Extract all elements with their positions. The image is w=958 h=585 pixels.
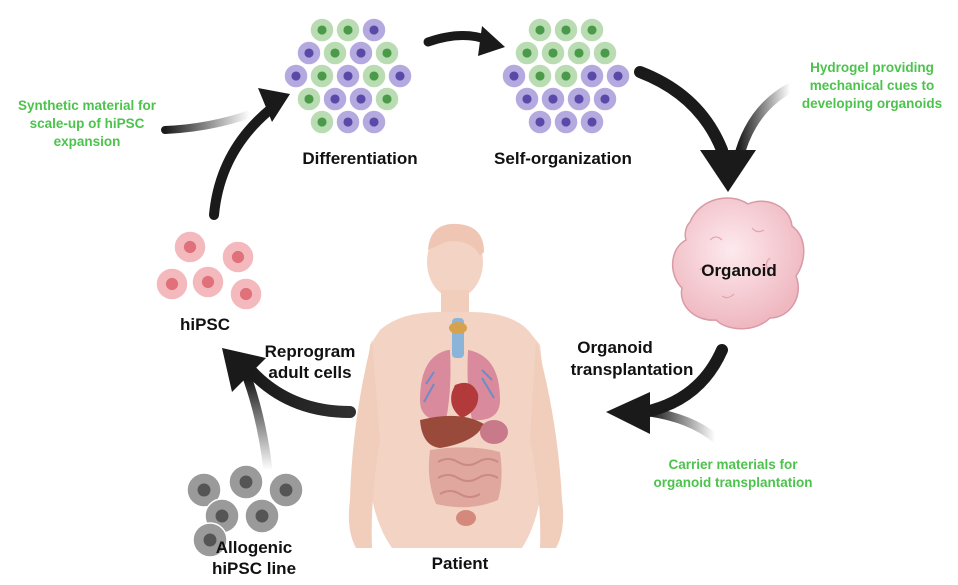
label-self-organization: Self-organization — [494, 149, 632, 168]
arrow-patient-to-hipsc — [222, 348, 356, 475]
cell-nucleus — [165, 277, 179, 291]
cell-nucleus — [215, 509, 229, 523]
label-allogenic-line-2: hiPSC line — [212, 559, 296, 578]
cell-nucleus — [535, 25, 545, 35]
cell-nucleus — [600, 48, 610, 58]
cell-nucleus — [183, 240, 197, 254]
label-synthetic-line-1: Synthetic material for — [18, 98, 157, 113]
cell-nucleus — [561, 117, 571, 127]
cell-nucleus — [317, 25, 327, 35]
cell-nucleus — [561, 71, 571, 81]
label-patient: Patient — [432, 554, 489, 573]
cell-nucleus — [382, 94, 392, 104]
arrow-organoid-to-patient — [606, 344, 728, 443]
cell-nucleus — [600, 94, 610, 104]
arrow-hipsc-to-differentiation — [161, 88, 290, 220]
cell-nucleus — [330, 48, 340, 58]
cell-nucleus — [587, 71, 597, 81]
label-reprogram-line-2: adult cells — [268, 363, 351, 382]
cell-nucleus — [330, 94, 340, 104]
label-hydrogel-line-3: developing organoids — [802, 96, 942, 111]
cell-nucleus — [201, 275, 215, 289]
label-synthetic-line-3: expansion — [54, 134, 121, 149]
cell-nucleus — [343, 117, 353, 127]
cell-nucleus — [613, 71, 623, 81]
cell-nucleus — [587, 117, 597, 127]
label-synthetic-line-2: scale-up of hiPSC — [30, 116, 145, 131]
cell-nucleus — [382, 48, 392, 58]
cell-nucleus — [343, 71, 353, 81]
cell-nucleus — [574, 94, 584, 104]
differentiation-cell-cluster — [283, 17, 413, 135]
cell-nucleus — [356, 48, 366, 58]
label-allogenic-line-1: Allogenic — [216, 538, 293, 557]
cell-nucleus — [369, 25, 379, 35]
cell-nucleus — [239, 475, 253, 489]
label-organoid: Organoid — [701, 261, 777, 280]
label-transplant-line-1: Organoid — [577, 338, 653, 357]
cell-nucleus — [203, 533, 217, 547]
cell-nucleus — [369, 71, 379, 81]
cell-nucleus — [343, 25, 353, 35]
cell-nucleus — [304, 94, 314, 104]
arrow-self-organization-to-organoid — [634, 66, 795, 192]
cell-nucleus — [231, 250, 245, 264]
cell-nucleus — [255, 509, 269, 523]
self-organization-cell-cluster — [501, 17, 631, 135]
hipsc-cell-cluster — [155, 230, 263, 311]
cell-nucleus — [548, 94, 558, 104]
label-carrier-line-2: organoid transplantation — [653, 475, 812, 490]
organoid-blob — [672, 197, 805, 330]
label-hydrogel-line-2: mechanical cues to — [810, 78, 935, 93]
allogenic-cell-cluster — [186, 464, 304, 558]
cell-nucleus — [369, 117, 379, 127]
cell-nucleus — [522, 48, 532, 58]
cell-nucleus — [535, 71, 545, 81]
arrow-differentiation-to-self-organization — [423, 26, 505, 56]
cell-nucleus — [291, 71, 301, 81]
cell-nucleus — [509, 71, 519, 81]
cell-nucleus — [317, 71, 327, 81]
label-transplant-line-2: transplantation — [571, 360, 694, 379]
cell-nucleus — [395, 71, 405, 81]
cell-nucleus — [561, 25, 571, 35]
cell-nucleus — [197, 483, 211, 497]
patient-body-illustration — [348, 223, 564, 548]
label-differentiation: Differentiation — [302, 149, 417, 168]
cell-nucleus — [239, 287, 253, 301]
cell-nucleus — [587, 25, 597, 35]
label-hipsc: hiPSC — [180, 315, 230, 334]
cell-nucleus — [279, 483, 293, 497]
cell-nucleus — [317, 117, 327, 127]
cell-nucleus — [356, 94, 366, 104]
cell-nucleus — [535, 117, 545, 127]
cell-nucleus — [522, 94, 532, 104]
cell-nucleus — [304, 48, 314, 58]
label-reprogram-line-1: Reprogram — [265, 342, 356, 361]
label-carrier-line-1: Carrier materials for — [668, 457, 798, 472]
cell-nucleus — [548, 48, 558, 58]
cell-nucleus — [574, 48, 584, 58]
label-hydrogel-line-1: Hydrogel providing — [810, 60, 934, 75]
